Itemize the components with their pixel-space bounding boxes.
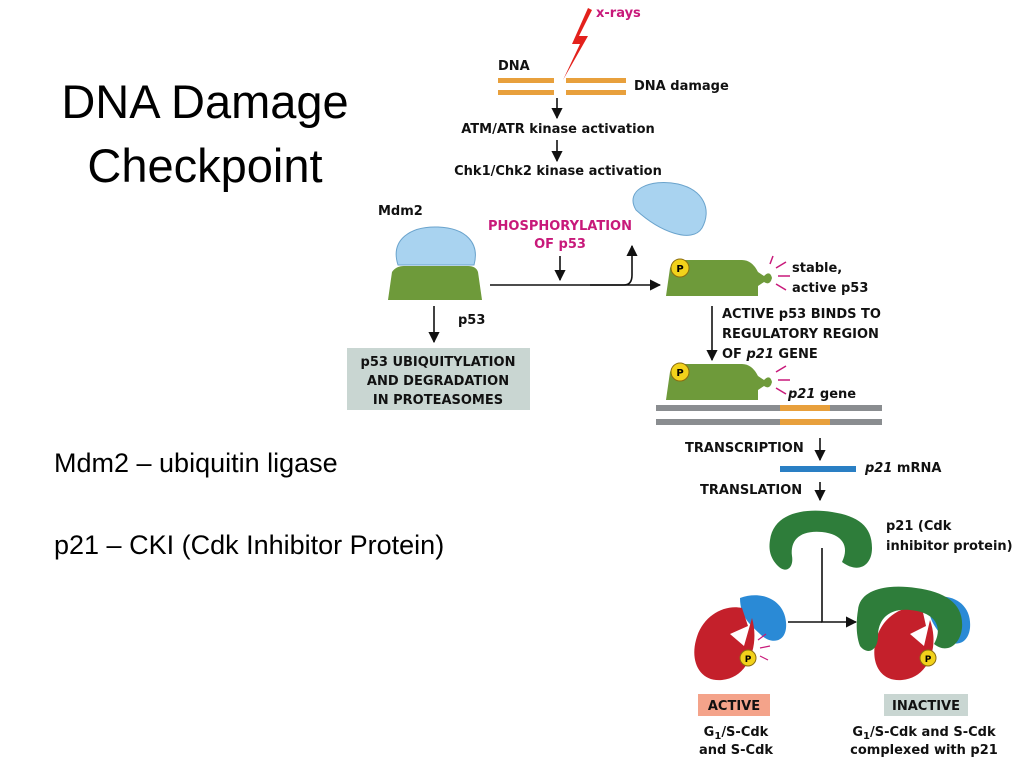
- degradation-line3: IN PROTEASOMES: [373, 393, 503, 408]
- phosphorylation-line2: OF p53: [534, 237, 586, 252]
- note-p21: p21 – CKI (Cdk Inhibitor Protein): [54, 530, 445, 560]
- binds-line1: ACTIVE p53 BINDS TO: [722, 307, 881, 322]
- bound-phosphate-label: P: [676, 368, 683, 379]
- degradation-box: [347, 348, 530, 410]
- binds-line2: REGULATORY REGION: [722, 327, 879, 342]
- slide-title-line1: DNA Damage: [61, 75, 349, 128]
- p21-gene-label: p21 gene: [787, 387, 856, 402]
- binds-line3: OF p21 GENE: [722, 347, 818, 362]
- p53-label: p53: [458, 313, 485, 328]
- slide-title: DNA Damage Checkpoint: [20, 70, 390, 198]
- translation-label: TRANSLATION: [700, 483, 802, 498]
- active-label: ACTIVE: [708, 699, 760, 714]
- degradation-line1: p53 UBIQUITYLATION: [361, 355, 516, 370]
- p21-mrna: [780, 466, 856, 472]
- note-mdm2: Mdm2 – ubiquitin ligase: [54, 448, 338, 478]
- transcription-label: TRANSCRIPTION: [685, 441, 804, 456]
- p21-gene-dna: [656, 405, 882, 425]
- phosphate-icon: [670, 258, 690, 278]
- p21-protein-line1: p21 (Cdk: [886, 519, 952, 534]
- mdm2-blob: [395, 226, 476, 266]
- inactive-phosphate-label: P: [925, 655, 932, 665]
- active-desc-line1: G1/S-Cdk: [704, 725, 769, 742]
- released-mdm2-blob: [632, 182, 707, 236]
- inactive-label-box: [884, 694, 968, 716]
- p21-mrna-label: p21 mRNA: [864, 461, 941, 476]
- active-phosphate-label: P: [745, 655, 752, 665]
- mdm2-label: Mdm2: [378, 204, 423, 219]
- phosphate-label: P: [676, 264, 683, 275]
- bound-activation-rays-icon: [775, 365, 790, 395]
- p21-protein-line2: inhibitor protein): [886, 539, 1013, 554]
- p53-protein: [388, 266, 482, 300]
- active-phosphate-icon: [739, 649, 757, 667]
- inactive-phosphate-icon: [919, 649, 937, 667]
- stable-label-line2: active p53: [792, 281, 868, 296]
- slide-title-line2: Checkpoint: [87, 139, 323, 192]
- stable-label-line1: stable,: [792, 261, 842, 276]
- chk-label: Chk1/Chk2 kinase activation: [454, 164, 662, 179]
- degradation-line2: AND DEGRADATION: [367, 374, 509, 389]
- inactive-label: INACTIVE: [892, 699, 960, 714]
- bound-p53-protein: [666, 364, 772, 400]
- inactive-desc-line2: complexed with p21: [850, 743, 998, 758]
- active-rays-icon: [757, 633, 771, 661]
- active-p53-protein: [666, 260, 772, 296]
- phosphorylation-line1: PHOSPHORYLATION: [488, 219, 632, 234]
- inactive-desc-line1: G1/S-Cdk and S-Cdk: [852, 725, 996, 742]
- active-cdk-complex: [694, 595, 787, 681]
- p21-protein: [769, 510, 872, 570]
- activation-rays-icon: [769, 255, 790, 291]
- atm-atr-label: ATM/ATR kinase activation: [461, 122, 655, 137]
- xrays-label: x-rays: [596, 6, 641, 21]
- dna-damage-label: DNA damage: [634, 79, 729, 94]
- bound-phosphate-icon: [670, 362, 690, 382]
- dna-strands: [498, 78, 626, 95]
- inactive-cdk-complex: [856, 586, 971, 681]
- active-label-box: [698, 694, 770, 716]
- active-desc-line2: and S-Cdk: [699, 743, 773, 758]
- xray-bolt-icon: [563, 8, 592, 80]
- dna-label: DNA: [498, 59, 530, 74]
